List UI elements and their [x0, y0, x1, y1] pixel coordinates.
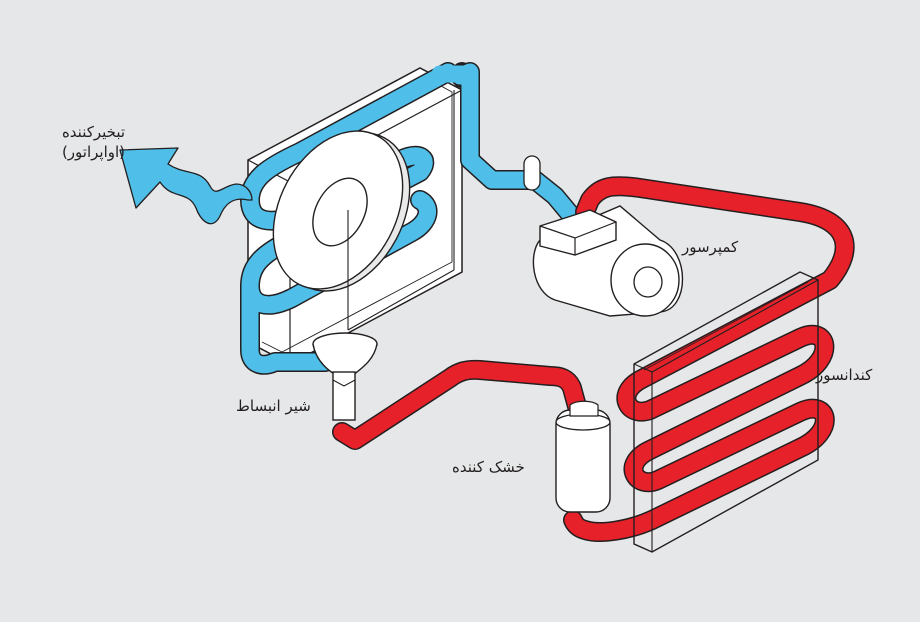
expansion-valve-label: شیر انبساط — [236, 397, 311, 415]
evaporator-label-alt: (اواپراتور) — [61, 143, 126, 162]
compressor — [523, 155, 684, 317]
hot-refrigerant-line — [332, 176, 855, 542]
evaporator-label-main: تبخیرکننده — [61, 123, 126, 141]
compressor-label: کمپرسور — [682, 238, 739, 256]
evaporator-unit — [119, 62, 580, 375]
expansion-valve — [312, 90, 455, 421]
condenser-unit — [633, 271, 819, 553]
evaporator-fan — [272, 130, 411, 292]
dryer — [555, 400, 611, 513]
dryer-label: خشک کننده — [452, 458, 525, 476]
condenser-label: کندانسور — [816, 366, 873, 384]
cold-air-arrow — [119, 147, 253, 225]
evaporator-label: تبخیرکننده (اواپراتور) — [46, 122, 141, 163]
